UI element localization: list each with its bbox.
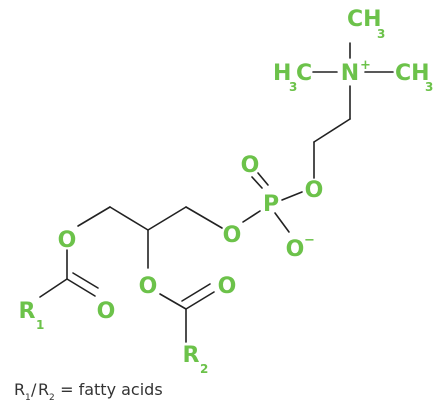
- bond-p-odouble-a: [251, 176, 263, 189]
- atom-r1: R: [19, 299, 36, 324]
- bond-p-ominus: [274, 212, 290, 233]
- atom-ch3-right-subscript: 3: [425, 80, 433, 94]
- atom-r1-subscript: 1: [36, 318, 44, 332]
- atom-n: N: [341, 61, 359, 86]
- atom-ch3-left-subscript: 3: [289, 80, 297, 94]
- bond-obridge-p: [242, 210, 261, 223]
- atom-o-phosphate-choline: O: [305, 178, 324, 203]
- atom-o-phosphate-minus: O: [286, 237, 305, 262]
- legend: R 1 / R 2 = fatty acids: [14, 380, 163, 403]
- atom-r2: R: [183, 343, 200, 368]
- legend-slash: /: [31, 380, 37, 399]
- atom-o-minus-charge: −: [304, 233, 315, 248]
- bond-ch2a-ch2b: [313, 118, 351, 143]
- atom-o-phosphate-double: O: [241, 153, 260, 178]
- bond-p-odouble-b: [257, 172, 269, 186]
- legend-text: = fatty acids: [55, 380, 163, 399]
- atom-p: P: [263, 192, 279, 217]
- bond-carbonylc1-r1: [39, 278, 68, 298]
- bond-c3-obridge: [185, 206, 223, 229]
- bond-o2-carbonylc2: [159, 293, 187, 310]
- bond-carbonylc2-o-a: [185, 291, 215, 310]
- legend-r2: R: [38, 380, 49, 399]
- atom-n-charge: +: [360, 58, 371, 73]
- bond-o1-c1: [77, 206, 111, 227]
- legend-r1: R: [14, 380, 25, 399]
- legend-r2-subscript: 2: [49, 393, 55, 403]
- atom-o-ester2: O: [139, 274, 158, 299]
- atom-ch3-top: CH: [347, 7, 382, 32]
- bond-p-ocholine: [281, 191, 303, 201]
- legend-r1-subscript: 1: [25, 393, 31, 403]
- bond-c2-c3: [147, 206, 187, 231]
- atom-ch3-right: CH: [395, 61, 430, 86]
- atom-r2-subscript: 2: [200, 362, 208, 376]
- atom-ch3-left-c: C: [296, 61, 312, 86]
- atom-o-carbonyl1: O: [97, 299, 116, 324]
- bond-carbonylc2-o-b: [181, 283, 211, 302]
- bond-carbonylc1-o-a: [66, 278, 96, 297]
- atom-o-ester1: O: [58, 228, 77, 253]
- atom-o-carbonyl2: O: [218, 274, 237, 299]
- bond-carbonylc1-o-b: [72, 272, 99, 289]
- bond-lines: [39, 42, 394, 343]
- atom-ch3-top-subscript: 3: [377, 27, 385, 41]
- atom-o-phosphate-bridge: O: [223, 223, 242, 248]
- atom-ch3-left-h: H: [273, 61, 291, 86]
- atom-labels: O O R 1 O O R 2 O P O O − O N + CH 3 H 3…: [19, 7, 434, 376]
- bond-c1-c2: [109, 206, 149, 231]
